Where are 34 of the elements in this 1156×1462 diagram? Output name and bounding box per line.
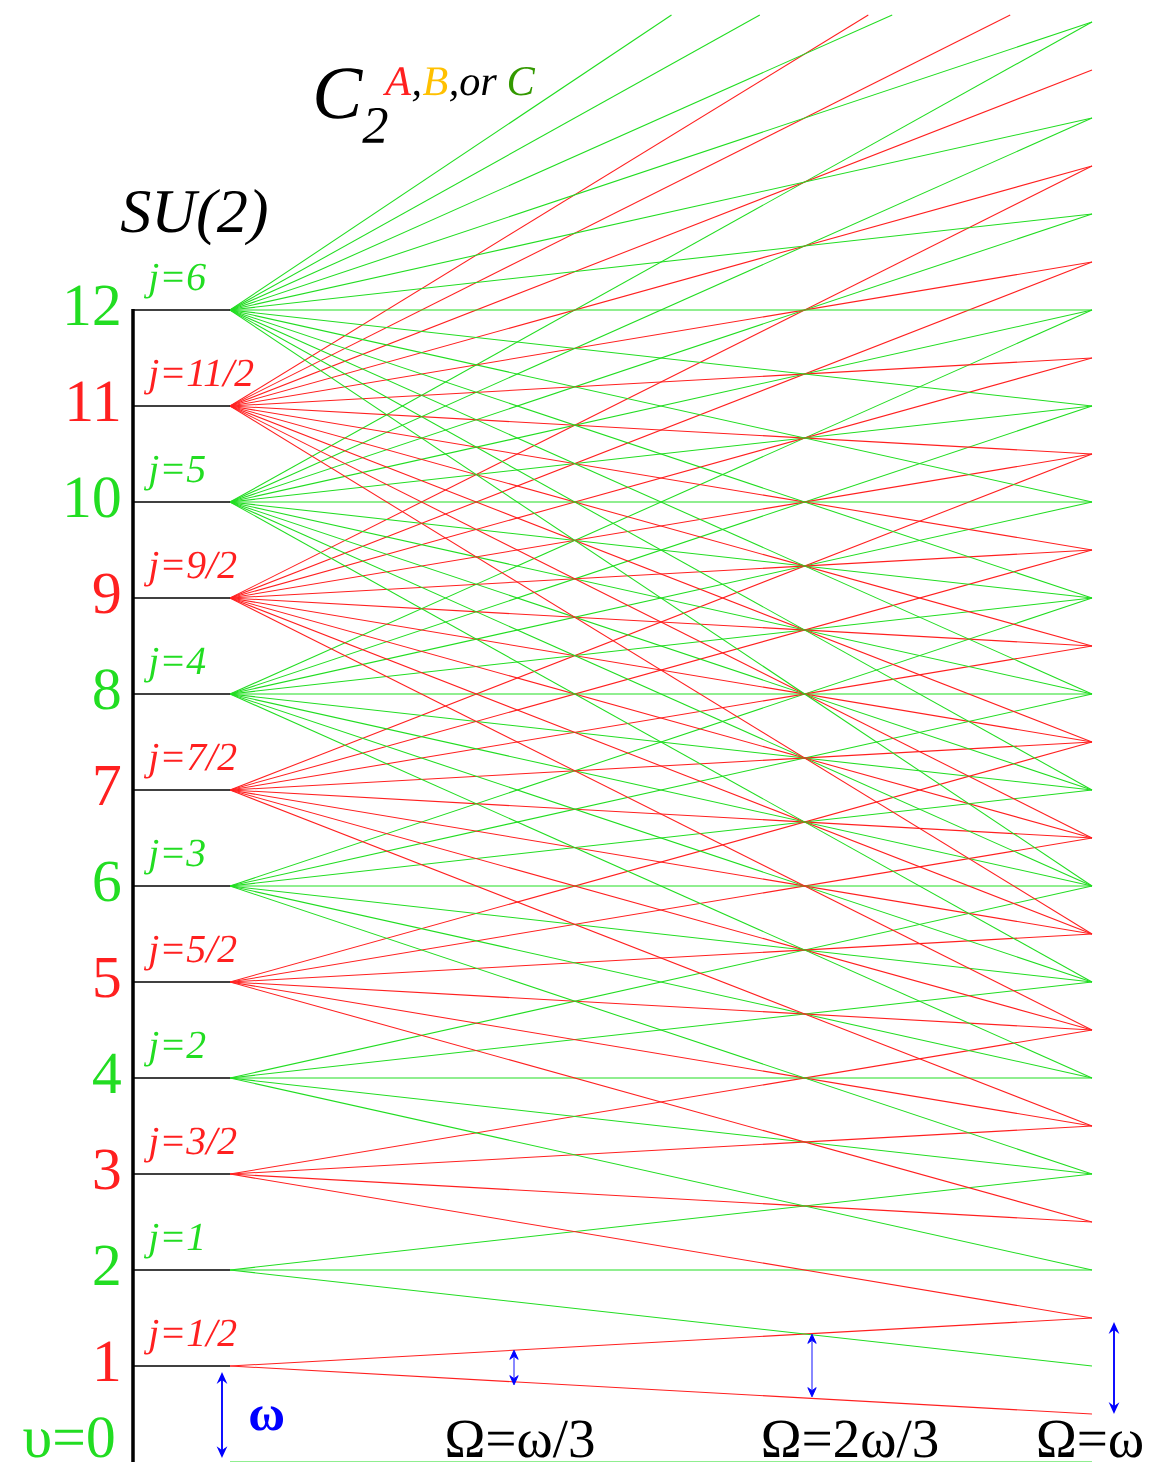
level-number: 1 <box>97 1341 119 1381</box>
quantum-number-label: j=5 <box>143 455 205 491</box>
group-label: C <box>508 67 536 96</box>
level-number: 12 <box>67 285 119 325</box>
level-number: 4 <box>93 1053 121 1093</box>
quantum-number-label: j=1 <box>143 1223 202 1259</box>
level-number: 7 <box>95 765 121 805</box>
level-number: 9 <box>93 573 120 614</box>
frequency-label: Ω=ω/3 <box>447 1420 594 1458</box>
group-label: , <box>412 90 420 102</box>
group-label: ,or <box>450 75 497 102</box>
frequency-label: ω <box>250 1406 284 1431</box>
level-number: υ=0 <box>23 1417 114 1458</box>
quantum-number-label: j=9/2 <box>143 551 237 587</box>
quantum-number-label: j=3/2 <box>143 1127 237 1163</box>
quantum-number-label: j=7/2 <box>143 743 237 779</box>
level-number: 3 <box>94 1149 120 1190</box>
quantum-number-label: j=4 <box>143 647 206 683</box>
level-number: 8 <box>94 669 120 710</box>
level-number: 11 <box>69 381 119 421</box>
quantum-number-label: j=1/2 <box>143 1319 237 1355</box>
level-number: 5 <box>95 957 120 998</box>
quantum-number-label: j=6 <box>143 263 206 299</box>
quantum-number-label: j=11/2 <box>143 359 254 395</box>
frequency-label: Ω=2ω/3 <box>763 1420 938 1458</box>
quantum-number-label: j=2 <box>143 1031 206 1067</box>
group-label: B <box>422 67 448 96</box>
quantum-number-label: j=3 <box>143 839 205 875</box>
level-number: 2 <box>94 1245 119 1285</box>
group-label: SU(2) <box>120 188 267 246</box>
quantum-number-label: j=5/2 <box>143 935 237 971</box>
level-number: 10 <box>67 477 120 518</box>
frequency-label: Ω=ω <box>1038 1420 1142 1458</box>
level-number: 6 <box>94 861 120 902</box>
